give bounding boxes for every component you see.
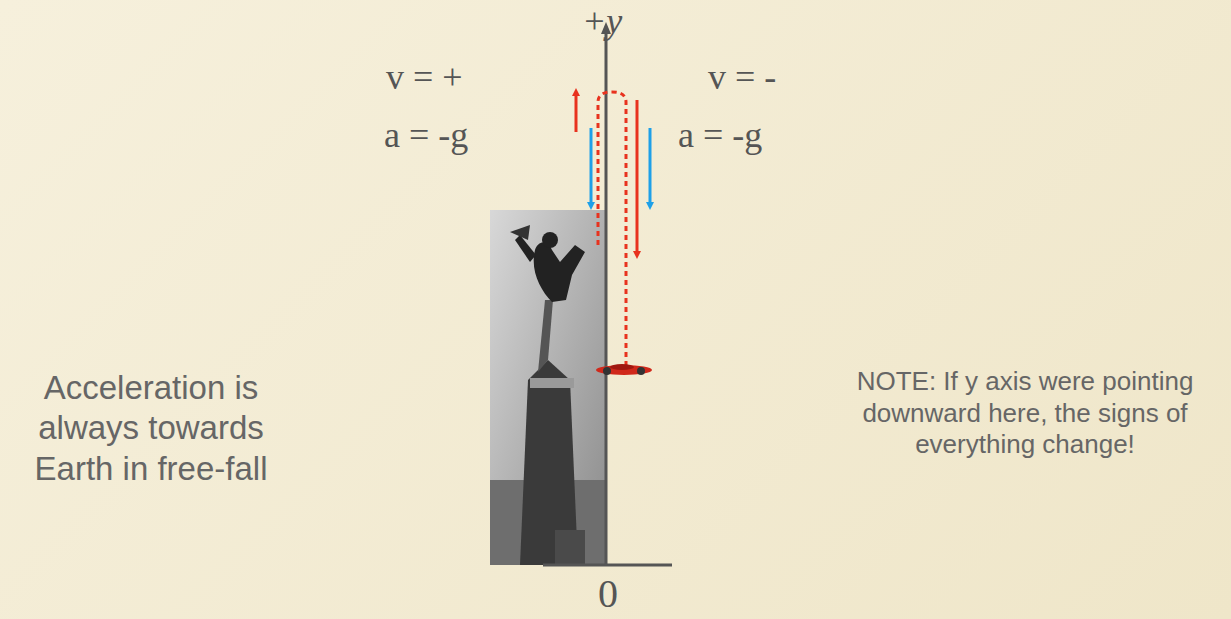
acceleration-label: a = -g: [678, 114, 762, 156]
acceleration-arrow: [590, 128, 593, 206]
note-text: NOTE: If y axis were pointing downward h…: [825, 366, 1225, 461]
acceleration-arrow: [649, 128, 652, 206]
king-kong-photo: [490, 210, 606, 565]
acceleration-label: a = -g: [384, 114, 468, 156]
axis-label: +y: [582, 0, 622, 42]
velocity-label: v = -: [708, 56, 776, 98]
red-car: [596, 364, 652, 375]
y-axis: [605, 28, 608, 565]
trajectory-path: [598, 92, 626, 368]
velocity-label: v = +: [386, 56, 463, 98]
velocity-arrow: [575, 92, 578, 132]
origin-label: 0: [598, 570, 618, 617]
velocity-arrow: [636, 100, 639, 255]
note-text: Acceleration is always towards Earth in …: [6, 368, 296, 489]
